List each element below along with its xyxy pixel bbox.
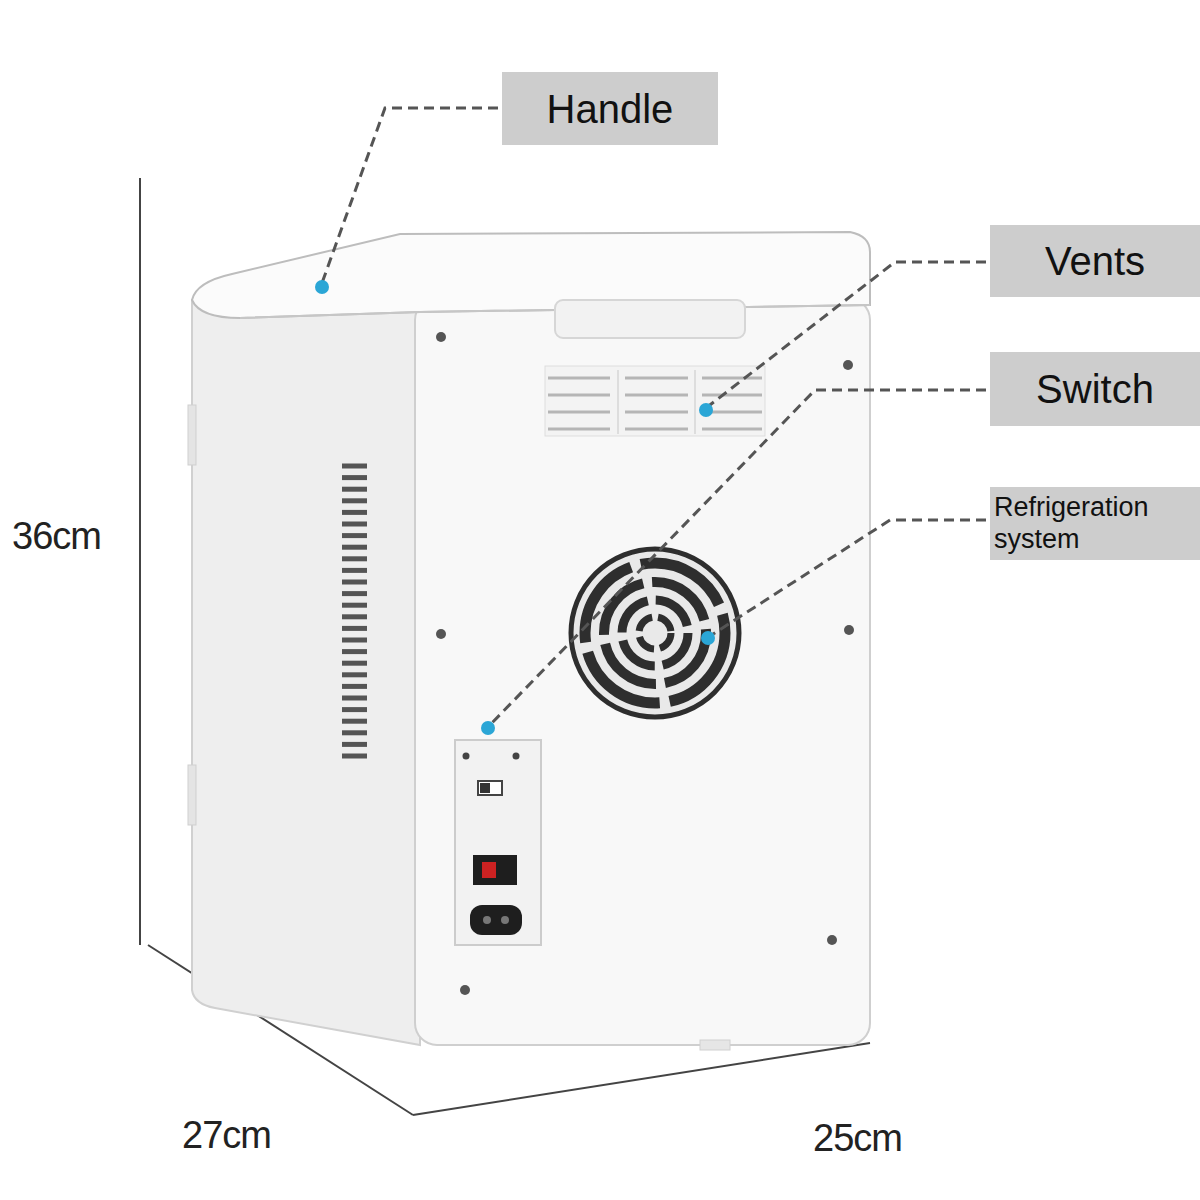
side-vents bbox=[342, 614, 367, 619]
side-vents bbox=[342, 466, 367, 756]
callout-label: Vents bbox=[990, 225, 1200, 297]
callout-dots bbox=[481, 721, 495, 735]
callout-label: Refrigeration system bbox=[990, 487, 1200, 560]
side-vents bbox=[342, 672, 367, 677]
top-vents bbox=[548, 411, 610, 414]
screw-holes bbox=[436, 332, 854, 995]
side-vents bbox=[342, 719, 367, 724]
top-vents bbox=[694, 370, 696, 434]
leader-lines bbox=[322, 108, 498, 283]
callout-dots bbox=[315, 280, 715, 735]
side-vents bbox=[342, 754, 367, 759]
label-text: Switch bbox=[1036, 365, 1154, 413]
side-vents bbox=[342, 730, 367, 735]
top-vents bbox=[548, 377, 610, 380]
switch-panel bbox=[483, 916, 491, 924]
label-text: Handle bbox=[547, 85, 674, 133]
top-vents bbox=[625, 411, 688, 414]
callout-label: Switch bbox=[990, 352, 1200, 426]
side-vents bbox=[342, 464, 367, 469]
screw-holes bbox=[436, 332, 446, 342]
top-vents bbox=[625, 394, 688, 397]
top-vents bbox=[702, 394, 762, 397]
label-text: Refrigeration system bbox=[994, 491, 1196, 556]
dimension-lines bbox=[139, 178, 141, 945]
screw-holes bbox=[436, 629, 446, 639]
side-vents bbox=[342, 522, 367, 527]
side-vents bbox=[342, 591, 367, 596]
leader-lines bbox=[706, 262, 986, 408]
side-vents bbox=[342, 568, 367, 573]
leader-lines bbox=[710, 520, 986, 636]
side-vents bbox=[342, 661, 367, 666]
top-vents bbox=[625, 428, 688, 431]
label-text: Vents bbox=[1045, 237, 1145, 285]
dimension-depth: 27cm bbox=[182, 1114, 271, 1157]
leader-lines bbox=[322, 108, 986, 725]
leader-lines bbox=[490, 390, 986, 725]
side-vents bbox=[342, 707, 367, 712]
side-vents bbox=[342, 580, 367, 585]
callout-dots bbox=[315, 280, 329, 294]
fridge-body bbox=[188, 405, 196, 465]
callout-dots bbox=[701, 631, 715, 645]
dimension-width: 25cm bbox=[813, 1117, 902, 1160]
side-vents bbox=[342, 742, 367, 747]
side-vents bbox=[342, 696, 367, 701]
fan-grille bbox=[622, 600, 688, 666]
dimension-lines bbox=[140, 178, 870, 1115]
screw-holes bbox=[827, 935, 837, 945]
screw-holes bbox=[460, 985, 470, 995]
side-vents bbox=[342, 510, 367, 515]
switch-panel bbox=[463, 753, 470, 760]
fridge-body bbox=[188, 765, 196, 825]
side-vents bbox=[342, 533, 367, 538]
side-vents bbox=[342, 545, 367, 550]
switch-panel bbox=[455, 740, 541, 945]
fridge-body bbox=[555, 300, 745, 338]
top-vents bbox=[548, 428, 610, 431]
dimension-lines bbox=[413, 1043, 870, 1115]
switch-panel bbox=[482, 862, 496, 878]
fan-grille bbox=[639, 617, 671, 649]
fridge-body bbox=[415, 298, 870, 1045]
fridge-body bbox=[188, 232, 870, 1050]
side-vents bbox=[342, 475, 367, 480]
side-vents bbox=[342, 603, 367, 608]
fan-grille bbox=[604, 582, 706, 684]
switch-panel bbox=[470, 905, 522, 935]
top-vents bbox=[548, 394, 610, 397]
side-vents bbox=[342, 638, 367, 643]
side-vents bbox=[342, 498, 367, 503]
top-vents bbox=[702, 428, 762, 431]
switch-panel bbox=[478, 781, 502, 795]
fridge-body bbox=[192, 232, 870, 318]
callout-dots bbox=[699, 403, 713, 417]
side-vents bbox=[342, 487, 367, 492]
screw-holes bbox=[843, 360, 853, 370]
top-vents bbox=[625, 377, 688, 380]
screw-holes bbox=[844, 625, 854, 635]
side-vents bbox=[342, 684, 367, 689]
fridge-body bbox=[192, 300, 420, 1045]
side-vents bbox=[342, 556, 367, 561]
callout-label: Handle bbox=[502, 72, 718, 145]
switch-panel bbox=[473, 855, 517, 885]
switch-panel bbox=[455, 740, 541, 945]
top-vents bbox=[545, 366, 765, 436]
switch-panel bbox=[513, 753, 520, 760]
fan-grille bbox=[585, 563, 725, 703]
side-vents bbox=[342, 649, 367, 654]
top-vents bbox=[702, 377, 762, 380]
switch-panel bbox=[501, 916, 509, 924]
fridge-body bbox=[700, 1040, 730, 1050]
switch-panel bbox=[480, 783, 490, 793]
dimension-height: 36cm bbox=[12, 515, 101, 558]
top-vents bbox=[617, 370, 619, 434]
side-vents bbox=[342, 626, 367, 631]
top-vents bbox=[545, 366, 765, 436]
